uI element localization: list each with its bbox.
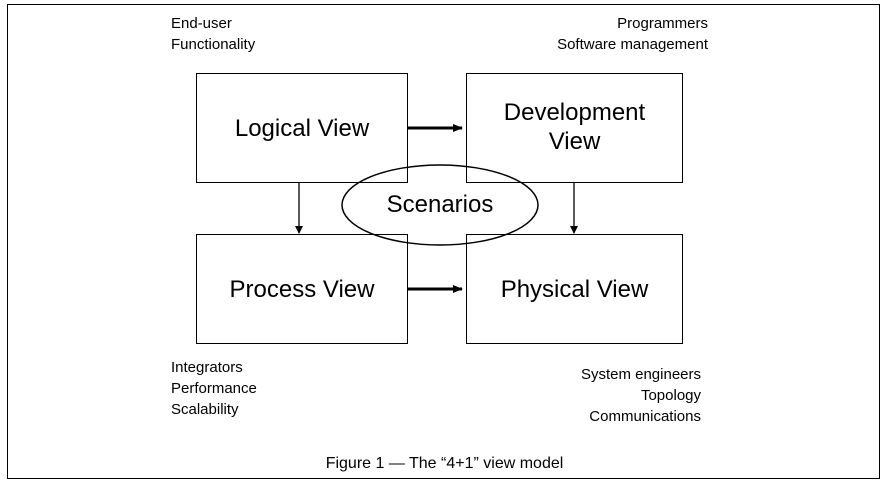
physical-view-box: Physical View [466, 234, 683, 344]
process-stakeholder-line: Performance [171, 380, 257, 397]
scenarios-ellipse [341, 164, 539, 246]
process-view-box: Process View [196, 234, 408, 344]
development-stakeholder-line: Software management [557, 36, 708, 53]
process-stakeholder-line: Scalability [171, 401, 239, 418]
development-view-box: Development View [466, 73, 683, 183]
logical-view-label: Logical View [234, 114, 370, 142]
physical-stakeholder-line: Topology [640, 387, 701, 404]
logical-view-box: Logical View [196, 73, 408, 183]
logical-stakeholder-line: End-user [171, 15, 232, 32]
physical-view-label: Physical View [500, 275, 649, 303]
development-stakeholders: Programmers Software management [557, 13, 708, 55]
process-stakeholders: Integrators Performance Scalability [171, 357, 257, 420]
development-stakeholder-line: Programmers [617, 15, 708, 32]
physical-stakeholders: System engineers Topology Communications [581, 364, 701, 427]
physical-stakeholder-line: Communications [589, 408, 701, 425]
process-view-label: Process View [229, 275, 375, 303]
figure-caption: Figure 1 — The “4+1” view model [325, 455, 564, 472]
logical-stakeholders: End-user Functionality [171, 13, 255, 55]
process-stakeholder-line: Integrators [171, 359, 243, 376]
figure-frame [7, 4, 880, 479]
development-view-label-line: Development [503, 99, 646, 126]
logical-stakeholder-line: Functionality [171, 36, 256, 53]
physical-stakeholder-line: System engineers [580, 366, 701, 383]
scenarios-label: Scenarios [386, 191, 494, 218]
development-view-label-line: View [548, 128, 601, 155]
